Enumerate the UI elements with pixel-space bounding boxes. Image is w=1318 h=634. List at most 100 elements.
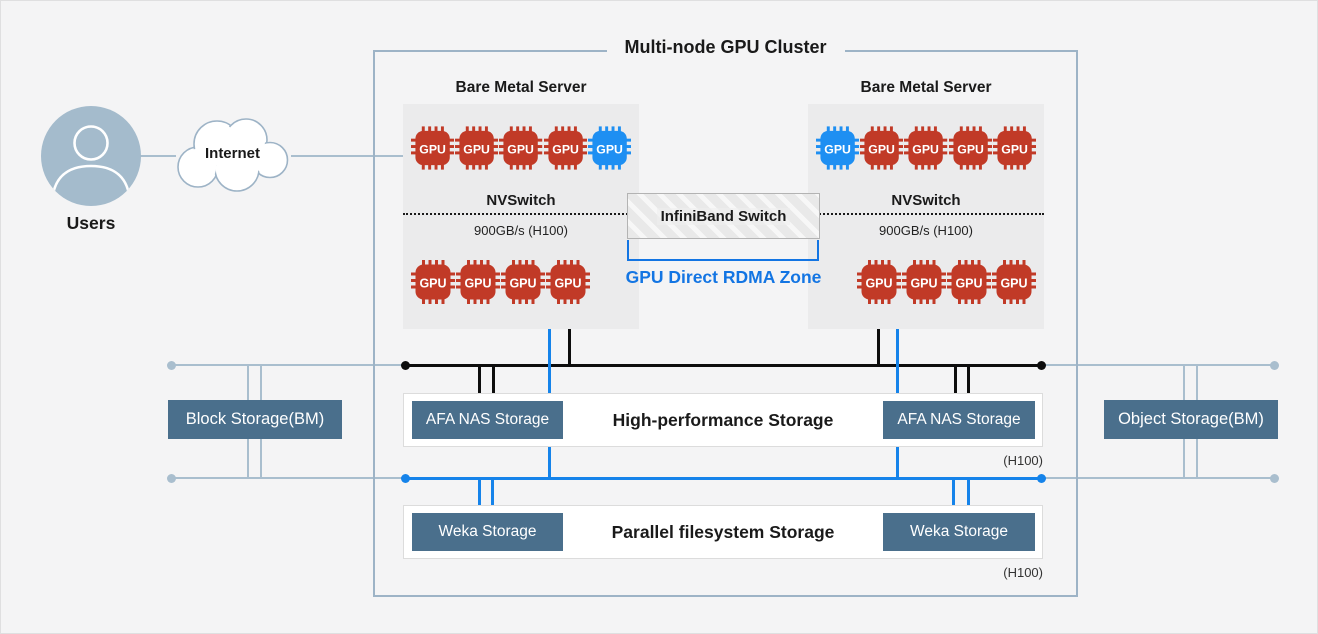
svg-text:GPU: GPU [509, 277, 536, 291]
svg-text:GPU: GPU [596, 142, 623, 156]
afa-nas-storage-left-label: AFA NAS Storage [425, 411, 550, 428]
gpu-chip-icon: GPU [499, 126, 543, 170]
afa-left-stub-1 [478, 365, 481, 394]
gpu-chip-icon: GPU [992, 260, 1036, 304]
parallel-fs-storage-title: Parallel filesystem Storage [611, 521, 835, 542]
weka-storage-right-label: Weka Storage [910, 523, 1008, 540]
gpu-chip-icon: GPU [455, 126, 499, 170]
svg-text:GPU: GPU [552, 142, 579, 156]
right-server-black-drop [877, 329, 880, 366]
top-bus-black-left-dot [401, 361, 410, 370]
nvswitch-label: NVSwitch [486, 192, 556, 209]
parallel-fs-storage-box: Parallel filesystem Storage Weka Storage… [403, 505, 1043, 559]
bottom-bus-blue-right-dot [1037, 474, 1046, 483]
person-icon [50, 125, 132, 206]
gpu-row: GPU GPU GPU GPU [808, 260, 1044, 304]
infiniband-switch-box: InfiniBand Switch [627, 193, 820, 239]
top-bus-left-dot [167, 361, 176, 370]
afa-right-stub-1 [954, 365, 957, 394]
afa-nas-storage-left: AFA NAS Storage [412, 401, 563, 439]
gpu-chip-icon: GPU [456, 260, 500, 304]
bottom-bus-gray-right [1041, 477, 1274, 479]
gpu-chip-icon: GPU [860, 126, 904, 170]
parallel-fs-note: (H100) [1003, 565, 1043, 580]
nvswitch-label: NVSwitch [891, 192, 961, 209]
svg-text:GPU: GPU [865, 277, 892, 291]
svg-text:GPU: GPU [464, 142, 491, 156]
weka-storage-right: Weka Storage [883, 513, 1035, 551]
bottom-bus-right-dot [1270, 474, 1279, 483]
top-bus-black-right-dot [1037, 361, 1046, 370]
nvswitch-bandwidth: 900GB/s (H100) [474, 223, 568, 238]
top-bus-black [405, 364, 1041, 367]
svg-text:GPU: GPU [1000, 277, 1027, 291]
top-bus-gray-right [1041, 364, 1274, 366]
block-storage-label: Block Storage(BM) [185, 410, 325, 428]
top-bus-gray-left [171, 364, 405, 366]
gpu-chip-icon: GPU [543, 126, 587, 170]
weka-right-stub-2 [967, 478, 970, 506]
gpu-row: GPU GPU GPU GPU [403, 260, 639, 304]
afa-nas-storage-right: AFA NAS Storage [883, 401, 1035, 439]
users-internet-line [131, 155, 176, 157]
gpu-chip-icon: GPU [501, 260, 545, 304]
internet-cloud-icon [177, 118, 289, 192]
rdma-zone-label: GPU Direct RDMA Zone [625, 267, 822, 287]
bottom-bus-left-dot [167, 474, 176, 483]
gpu-chip-icon: GPU [948, 126, 992, 170]
high-performance-storage-title: High-performance Storage [612, 409, 834, 430]
afa-left-stub-2 [492, 365, 495, 394]
bottom-bus-blue [405, 477, 1041, 480]
top-bus-right-dot [1270, 361, 1279, 370]
users-label: Users [66, 213, 116, 233]
svg-text:GPU: GPU [957, 142, 984, 156]
object-storage-box: Object Storage(BM) [1104, 400, 1278, 439]
svg-text:GPU: GPU [869, 142, 896, 156]
gpu-chip-icon: GPU [947, 260, 991, 304]
gpu-row: GPU GPU GPU GPU GPU [808, 126, 1044, 170]
weka-storage-left-label: Weka Storage [438, 523, 537, 540]
gpu-chip-icon: GPU [902, 260, 946, 304]
bare-metal-server-right: GPU GPU GPU GPU GPU NVSwitch 900GB/s (H1… [808, 104, 1044, 329]
weka-left-stub-1 [478, 478, 481, 506]
nvswitch-dotted-line [808, 213, 1044, 215]
bottom-bus-blue-left-dot [401, 474, 410, 483]
svg-text:GPU: GPU [508, 142, 535, 156]
left-server-black-drop [568, 329, 571, 366]
cluster-title: Multi-node GPU Cluster [606, 37, 845, 58]
weka-storage-left: Weka Storage [412, 513, 563, 551]
gpu-cluster-box: Multi-node GPU Cluster [373, 37, 1078, 597]
infiniband-switch-label: InfiniBand Switch [656, 207, 791, 225]
gpu-chip-icon: GPU [992, 126, 1037, 170]
high-performance-note: (H100) [1003, 453, 1043, 468]
svg-text:GPU: GPU [955, 277, 982, 291]
users-avatar [41, 106, 141, 206]
block-storage-box: Block Storage(BM) [168, 400, 342, 439]
weka-right-stub-1 [952, 478, 955, 506]
left-server-label: Bare Metal Server [455, 79, 587, 96]
internet-label: Internet [204, 145, 260, 162]
gpu-chip-icon: GPU [411, 260, 455, 304]
gpu-row: GPU GPU GPU GPU GPU [403, 126, 639, 170]
svg-text:GPU: GPU [913, 142, 940, 156]
bare-metal-server-left: GPU GPU GPU GPU GPU NVSwitch 900GB/s (H1… [403, 104, 639, 329]
svg-text:GPU: GPU [464, 277, 491, 291]
svg-text:GPU: GPU [419, 142, 446, 156]
svg-text:GPU: GPU [910, 277, 937, 291]
gpu-chip-icon: GPU [904, 126, 948, 170]
bottom-bus-gray-left [171, 477, 405, 479]
nvswitch-dotted-line [403, 213, 639, 215]
gpu-chip-icon: GPU [816, 126, 860, 170]
gpu-chip-icon: GPU [546, 260, 590, 304]
weka-left-stub-2 [491, 478, 494, 506]
svg-text:GPU: GPU [1001, 142, 1028, 156]
object-storage-label: Object Storage(BM) [1118, 410, 1264, 428]
svg-text:GPU: GPU [824, 142, 851, 156]
rdma-zone-bracket [627, 240, 819, 261]
high-performance-storage-box: High-performance Storage AFA NAS Storage… [403, 393, 1043, 447]
nvswitch-bandwidth: 900GB/s (H100) [879, 223, 973, 238]
svg-text:GPU: GPU [554, 277, 581, 291]
right-server-label: Bare Metal Server [860, 79, 992, 96]
afa-nas-storage-right-label: AFA NAS Storage [897, 411, 1021, 428]
